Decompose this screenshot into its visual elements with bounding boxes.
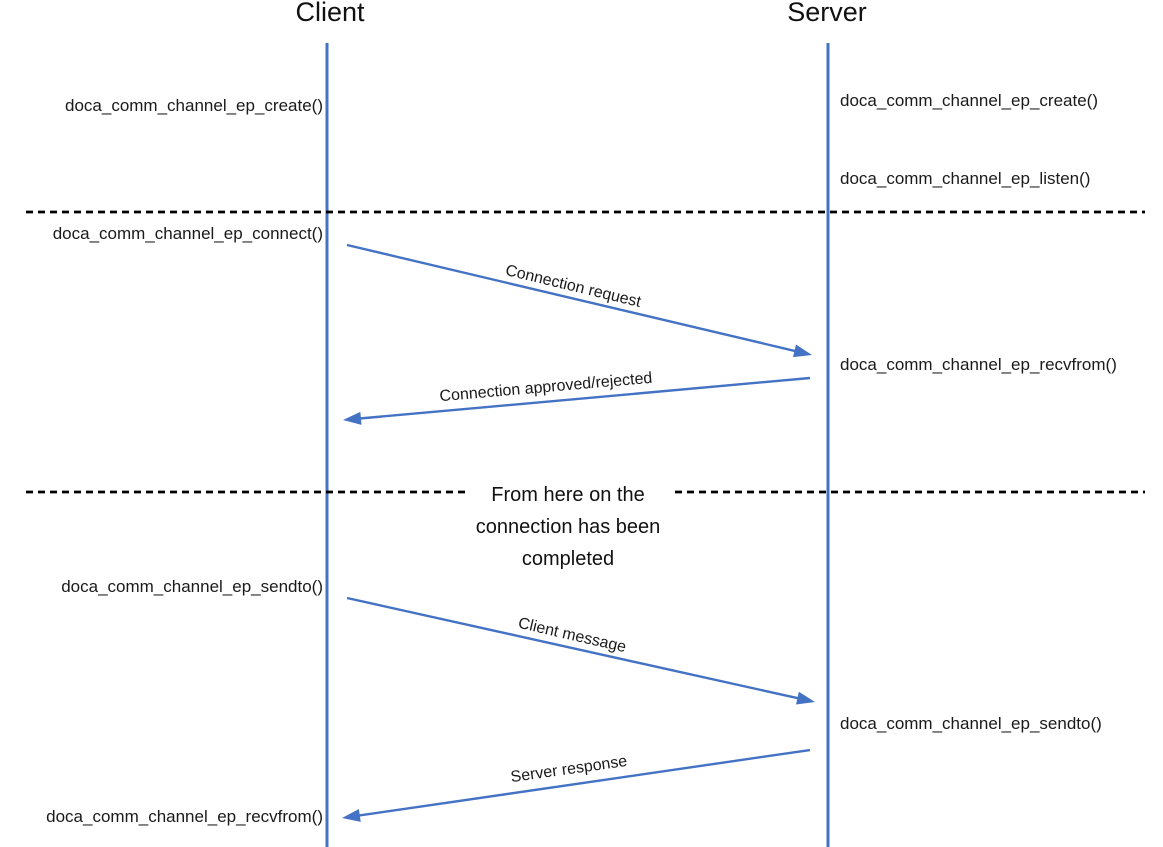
- note-line-1: From here on the: [491, 484, 645, 506]
- arrowhead-icon: [796, 691, 815, 705]
- client-label-ep-create: doca_comm_channel_ep_create(): [65, 96, 323, 115]
- actor-title-client: Client: [295, 0, 365, 27]
- message-line: [356, 376, 811, 420]
- note-line-2: connection has been: [475, 516, 661, 538]
- client-label-ep-connect: doca_comm_channel_ep_connect(): [52, 224, 323, 243]
- message-line: [346, 243, 799, 353]
- message-line: [355, 748, 811, 818]
- server-label-ep-sendto: doca_comm_channel_ep_sendto(): [840, 714, 1102, 733]
- note-line-3: completed: [521, 548, 615, 570]
- connection-completed-note: From here on the connection has been com…: [476, 479, 661, 575]
- server-label-ep-listen: doca_comm_channel_ep_listen(): [840, 169, 1091, 188]
- server-label-ep-create: doca_comm_channel_ep_create(): [840, 91, 1098, 110]
- client-label-ep-sendto: doca_comm_channel_ep_sendto(): [61, 577, 323, 596]
- actor-title-server: Server: [787, 0, 867, 27]
- server-label-ep-recvfrom: doca_comm_channel_ep_recvfrom(): [840, 355, 1117, 374]
- arrowhead-icon: [343, 411, 362, 425]
- client-label-ep-recvfrom: doca_comm_channel_ep_recvfrom(): [46, 807, 323, 826]
- arrowhead-icon: [792, 344, 812, 358]
- arrowhead-icon: [342, 808, 361, 822]
- message-line: [346, 596, 802, 701]
